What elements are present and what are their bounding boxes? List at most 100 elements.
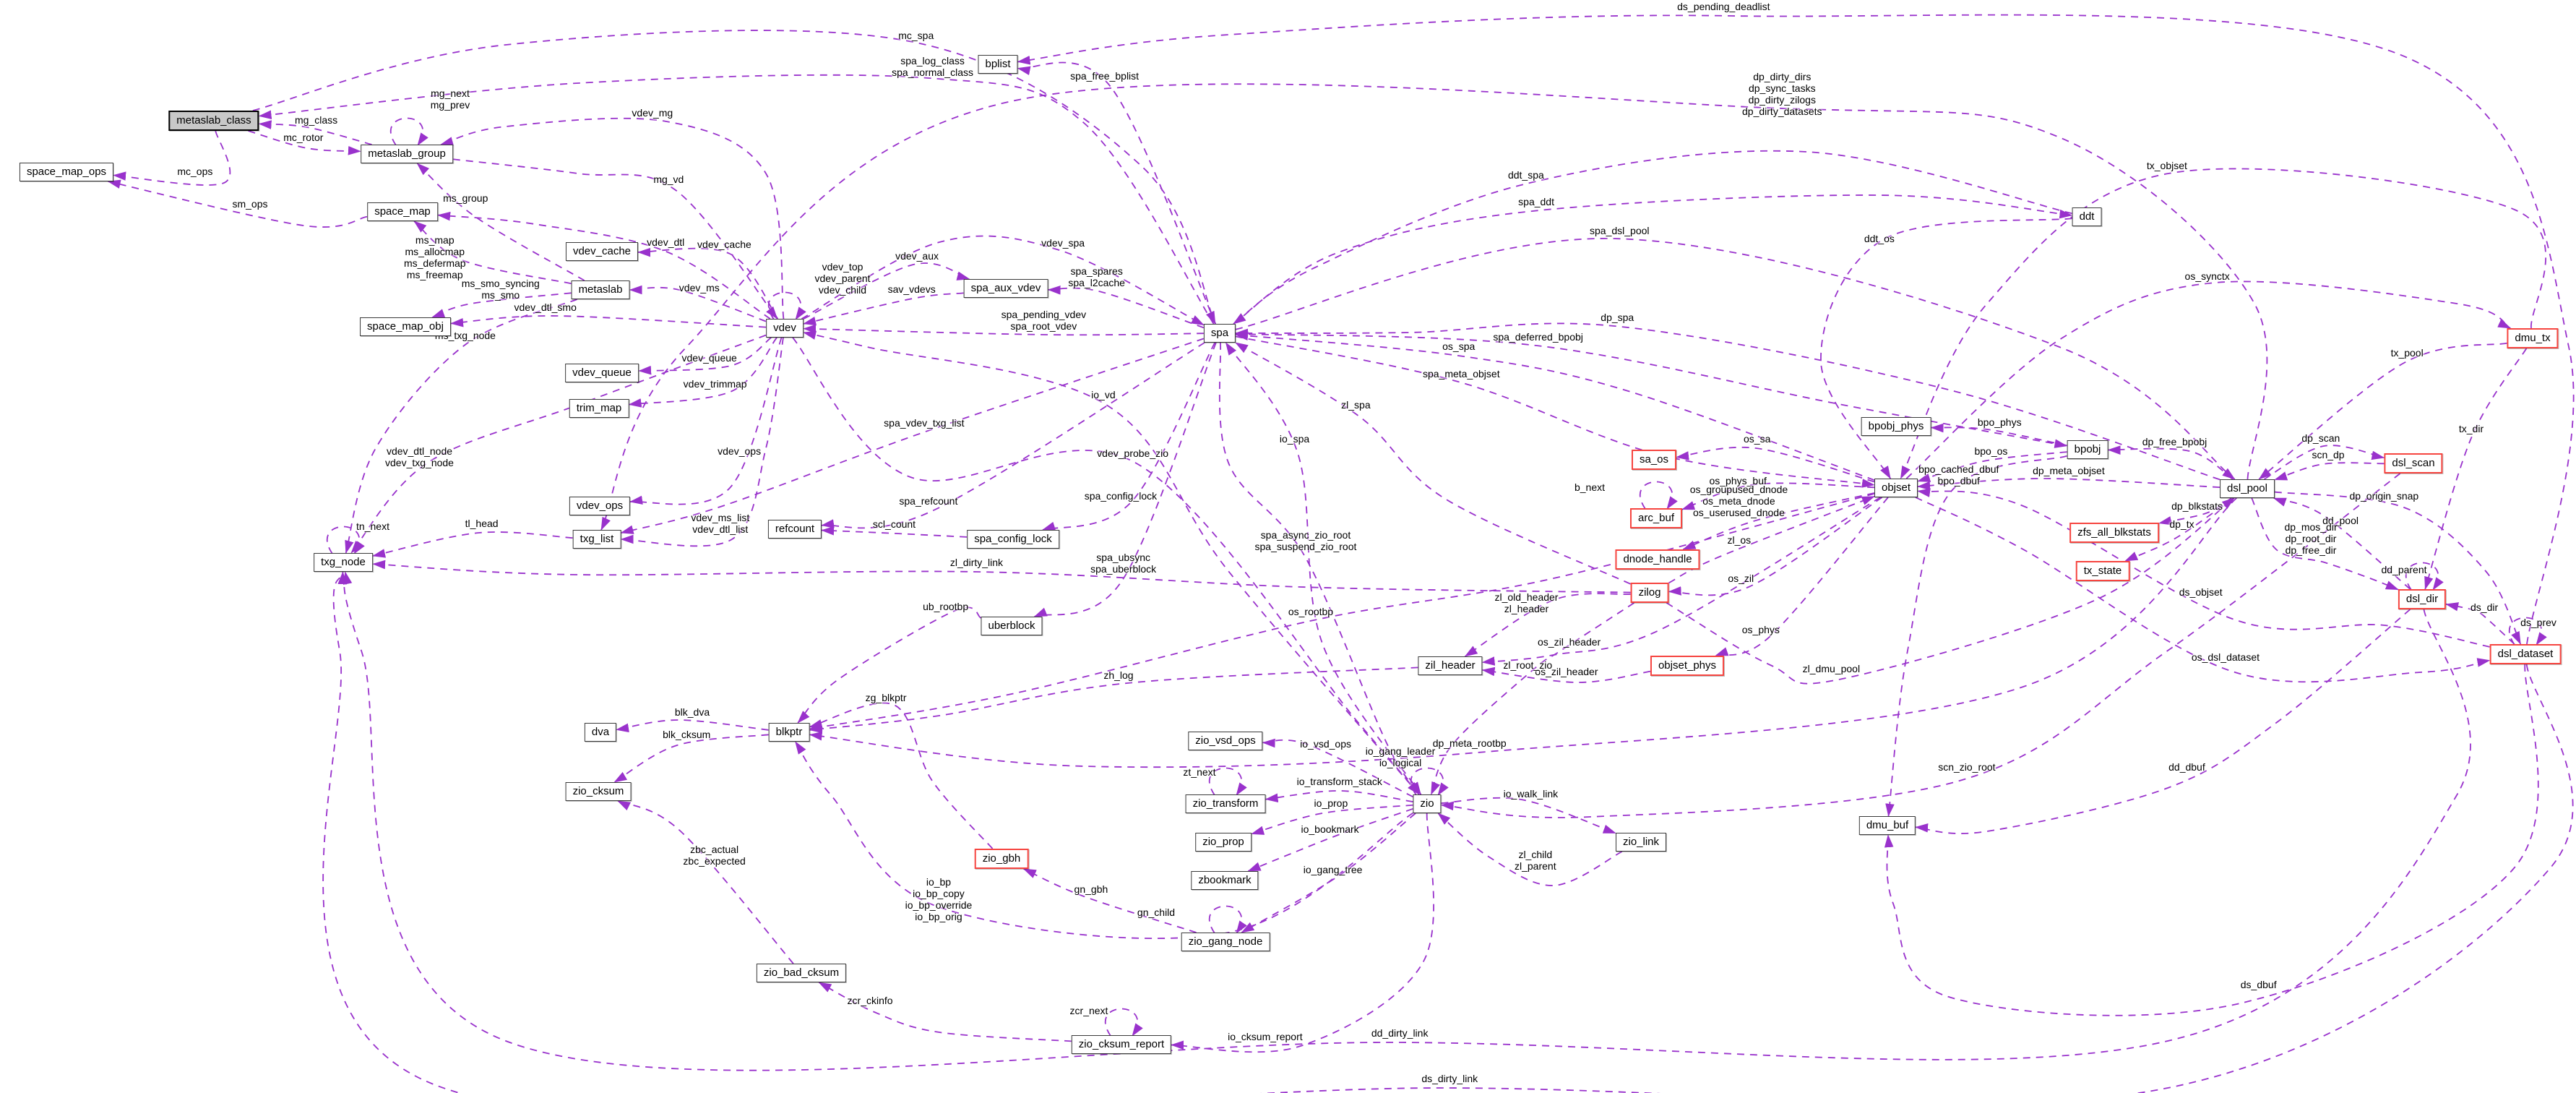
edge-label: spa_spares spa_l2cache [1068,265,1125,288]
node-dsl_dataset[interactable]: dsl_dataset [2489,644,2562,664]
edge-label: dp_scan [2301,432,2340,445]
node-blkptr[interactable]: blkptr [768,723,810,742]
node-spa[interactable]: spa [1203,324,1236,343]
edge [2124,497,2234,562]
edge-label: vdev_queue [681,351,737,364]
edge-label: gn_child [1137,906,1176,918]
edge-label: zcr_next [1069,1005,1108,1016]
node-objset_phys[interactable]: objset_phys [1650,656,1725,676]
node-space_map_obj[interactable]: space_map_obj [360,317,451,336]
edge [1235,335,1875,488]
node-dsl_pool[interactable]: dsl_pool [2220,479,2275,498]
edge [248,130,361,155]
edge-label: zl_spa [1341,399,1371,411]
edge [1668,495,1875,584]
node-sa_os[interactable]: sa_os [1631,450,1677,470]
edge-label: io_vd [1091,389,1116,400]
node-vdev_cache[interactable]: vdev_cache [565,242,639,261]
edge-label: dp_origin_snap [2349,489,2419,502]
edge-label: bpo_os [1974,445,2008,457]
node-arc_buf[interactable]: arc_buf [1629,508,1683,528]
edge-label: ds_dir [2471,601,2499,613]
node-zio_prop[interactable]: zio_prop [1195,833,1252,852]
node-txg_node[interactable]: txg_node [314,553,373,572]
node-bpobj_phys[interactable]: bpobj_phys [1861,417,1931,436]
edge-label: vdev_ms_list vdev_dtl_list [691,512,750,535]
edge [1639,481,1678,510]
edge-label: scn_dp [2312,448,2345,460]
edge-label: sm_ops [232,198,268,210]
node-zio_transform[interactable]: zio_transform [1185,794,1266,813]
edge [629,337,783,505]
node-dva[interactable]: dva [584,723,617,742]
node-zio_cksum_report[interactable]: zio_cksum_report [1071,1035,1172,1054]
edge-label: bpo_phys [1977,416,2022,429]
node-dnode_handle[interactable]: dnode_handle [1615,549,1700,570]
node-zio_link[interactable]: zio_link [1615,833,1667,852]
edge [809,497,2237,768]
node-bplist[interactable]: bplist [978,55,1018,74]
edge [797,606,981,724]
node-zio_gang_node[interactable]: zio_gang_node [1181,933,1270,951]
edge [1681,482,1875,510]
edge [803,330,1420,795]
edge [437,211,771,320]
edge [600,83,2268,531]
node-dsl_scan[interactable]: dsl_scan [2384,453,2443,473]
node-dmu_buf[interactable]: dmu_buf [1858,816,1916,835]
edge [1235,322,2220,481]
node-space_map_ops[interactable]: space_map_ops [19,163,114,181]
edge-label: scn_zio_root [1938,760,1996,773]
node-zio_cksum[interactable]: zio_cksum [565,782,632,801]
edge-label: os_phys [1741,623,1780,635]
edge [801,235,1205,326]
node-trim_map[interactable]: trim_map [569,399,629,418]
edge-label: os_synctx [2184,270,2230,283]
edge-label: blk_dva [674,706,710,719]
node-zio_gbh[interactable]: zio_gbh [974,849,1029,869]
node-metaslab_class[interactable]: metaslab_class [168,111,259,131]
node-metaslab_group[interactable]: metaslab_group [361,145,453,163]
edge-label: spa_ubsync spa_uberblock [1090,551,1157,575]
edge-label: dp_blkstats [2171,500,2223,512]
node-zilog[interactable]: zilog [1630,583,1669,603]
node-uberblock[interactable]: uberblock [981,617,1043,635]
node-zio_vsd_ops[interactable]: zio_vsd_ops [1188,732,1263,750]
edge [803,292,964,326]
node-spa_config_lock[interactable]: spa_config_lock [967,530,1059,549]
edge [258,74,1215,325]
edge [809,702,994,849]
edge-label: dd_dirty_link [1371,1026,1429,1039]
node-metaslab[interactable]: metaslab [571,280,630,299]
node-zbookmark[interactable]: zbookmark [1191,871,1259,890]
node-vdev_ops[interactable]: vdev_ops [569,497,631,515]
edge [637,247,779,320]
node-zio_bad_cksum[interactable]: zio_bad_cksum [756,964,847,982]
node-spa_aux_vdev[interactable]: spa_aux_vdev [963,279,1048,298]
edge [1233,150,2072,325]
edge [452,158,778,320]
node-bpobj[interactable]: bpobj [2067,440,2108,459]
node-txg_list[interactable]: txg_list [572,530,621,549]
edge-label: dd_dbuf [2168,761,2205,773]
node-vdev_queue[interactable]: vdev_queue [565,364,639,382]
node-zfs_all_blkstats[interactable]: zfs_all_blkstats [2069,523,2159,543]
edge [1885,455,2067,817]
node-tx_state[interactable]: tx_state [2075,561,2130,581]
node-zil_header[interactable]: zil_header [1418,656,1483,675]
node-vdev[interactable]: vdev [766,319,804,338]
edge-label: vdev_probe_zio [1097,447,1169,460]
edge-label: vdev_dtl_node vdev_txg_node [385,445,454,468]
node-dmu_tx[interactable]: dmu_tx [2507,328,2559,348]
node-objset[interactable]: objset [1874,479,1918,497]
node-dsl_dir[interactable]: dsl_dir [2398,589,2447,609]
node-zio[interactable]: zio [1413,794,1442,813]
node-refcount[interactable]: refcount [767,520,822,539]
node-space_map[interactable]: space_map [367,202,438,221]
node-ddt[interactable]: ddt [2072,207,2102,226]
edge [1208,905,1247,934]
edge [258,120,372,145]
edge-label: dp_free_bpobj [2142,435,2207,447]
edge [2258,342,2507,480]
edge [1441,797,1616,834]
